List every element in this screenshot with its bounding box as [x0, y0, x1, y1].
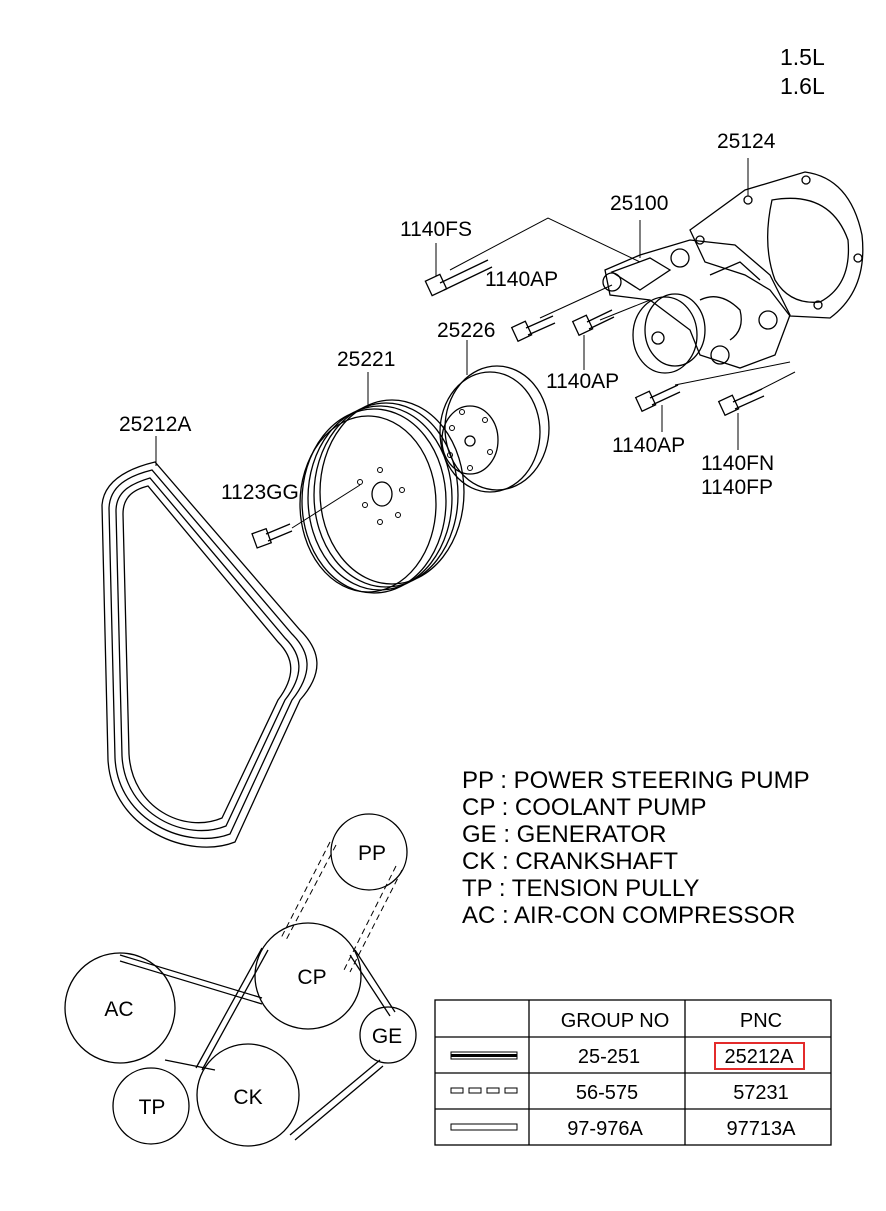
pulley-cp [254, 922, 362, 1030]
label-1140AP-2: 1140AP [546, 370, 619, 393]
label-1140FS: 1140FS [400, 218, 472, 241]
label-1140FP: 1140FP [701, 476, 773, 499]
pulley-tp [112, 1067, 190, 1145]
legend: PP : POWER STEERING PUMP CP : COOLANT PU… [462, 767, 810, 929]
legend-item: CK : CRANKSHAFT [462, 848, 678, 875]
pulley-pp-label: PP [358, 842, 386, 865]
table-row-3-group: 97-976A [567, 1118, 643, 1140]
label-1123GG: 1123GG [221, 481, 299, 504]
label-25212A: 25212A [119, 413, 191, 436]
bolt-1140AP-2 [571, 309, 615, 337]
legend-item: PP : POWER STEERING PUMP [462, 767, 810, 794]
label-25221: 25221 [337, 348, 395, 371]
table-row-3-pnc[interactable]: 97713A [727, 1118, 797, 1140]
v-belt-drawing [101, 461, 318, 848]
table-row-1-pnc[interactable]: 25212A [725, 1046, 795, 1068]
belt-routing-schematic: PP CP AC GE TP CK [64, 813, 417, 1147]
engine-label-1: 1.5L [780, 44, 825, 70]
bolt-1140AP-1 [510, 315, 556, 343]
pulley-ge-label: GE [372, 1025, 402, 1048]
gasket-drawing [689, 171, 864, 319]
bolt-1140FN [717, 388, 765, 417]
pulley-pp [330, 813, 408, 891]
legend-item: AC : AIR-CON COMPRESSOR [462, 902, 795, 929]
label-25100: 25100 [610, 192, 668, 215]
label-1140AP-1: 1140AP [485, 268, 558, 291]
line-style-solid-double [450, 1051, 518, 1060]
legend-item: GE : GENERATOR [462, 821, 666, 848]
legend-item: TP : TENSION PULLY [462, 875, 699, 902]
pulley-ck [196, 1043, 300, 1147]
legend-item: CP : COOLANT PUMP [462, 794, 707, 821]
pulley-ac [64, 952, 176, 1064]
pulley-25221-drawing [299, 399, 465, 594]
label-1140FN: 1140FN [701, 452, 774, 475]
pulley-ck-label: CK [233, 1086, 262, 1109]
pulley-25226-drawing [439, 365, 550, 493]
label-25124: 25124 [717, 130, 776, 153]
label-25226: 25226 [437, 319, 495, 342]
pulley-tp-label: TP [139, 1096, 166, 1119]
pulley-ge [359, 1006, 417, 1064]
pulley-cp-label: CP [297, 966, 326, 989]
line-style-hollow [450, 1123, 518, 1131]
table-row-2-group: 56-575 [576, 1082, 638, 1104]
line-style-dashed [450, 1087, 518, 1094]
highlight-box [714, 1042, 805, 1070]
water-pump-drawing [602, 239, 791, 374]
belt-table: GROUP NO PNC 25-251 25212A 56-575 57231 … [434, 999, 832, 1146]
table-header-pnc: PNC [740, 1010, 782, 1032]
bolt-1140FS [424, 259, 493, 297]
label-1140AP-3: 1140AP [612, 434, 685, 457]
table-header-group: GROUP NO [561, 1010, 670, 1032]
bolt-1140AP-3 [634, 384, 681, 413]
table-row-2-pnc[interactable]: 57231 [733, 1082, 789, 1104]
pulley-ac-label: AC [104, 998, 133, 1021]
engine-label-2: 1.6L [780, 73, 825, 99]
table-row-1-group: 25-251 [578, 1046, 640, 1068]
